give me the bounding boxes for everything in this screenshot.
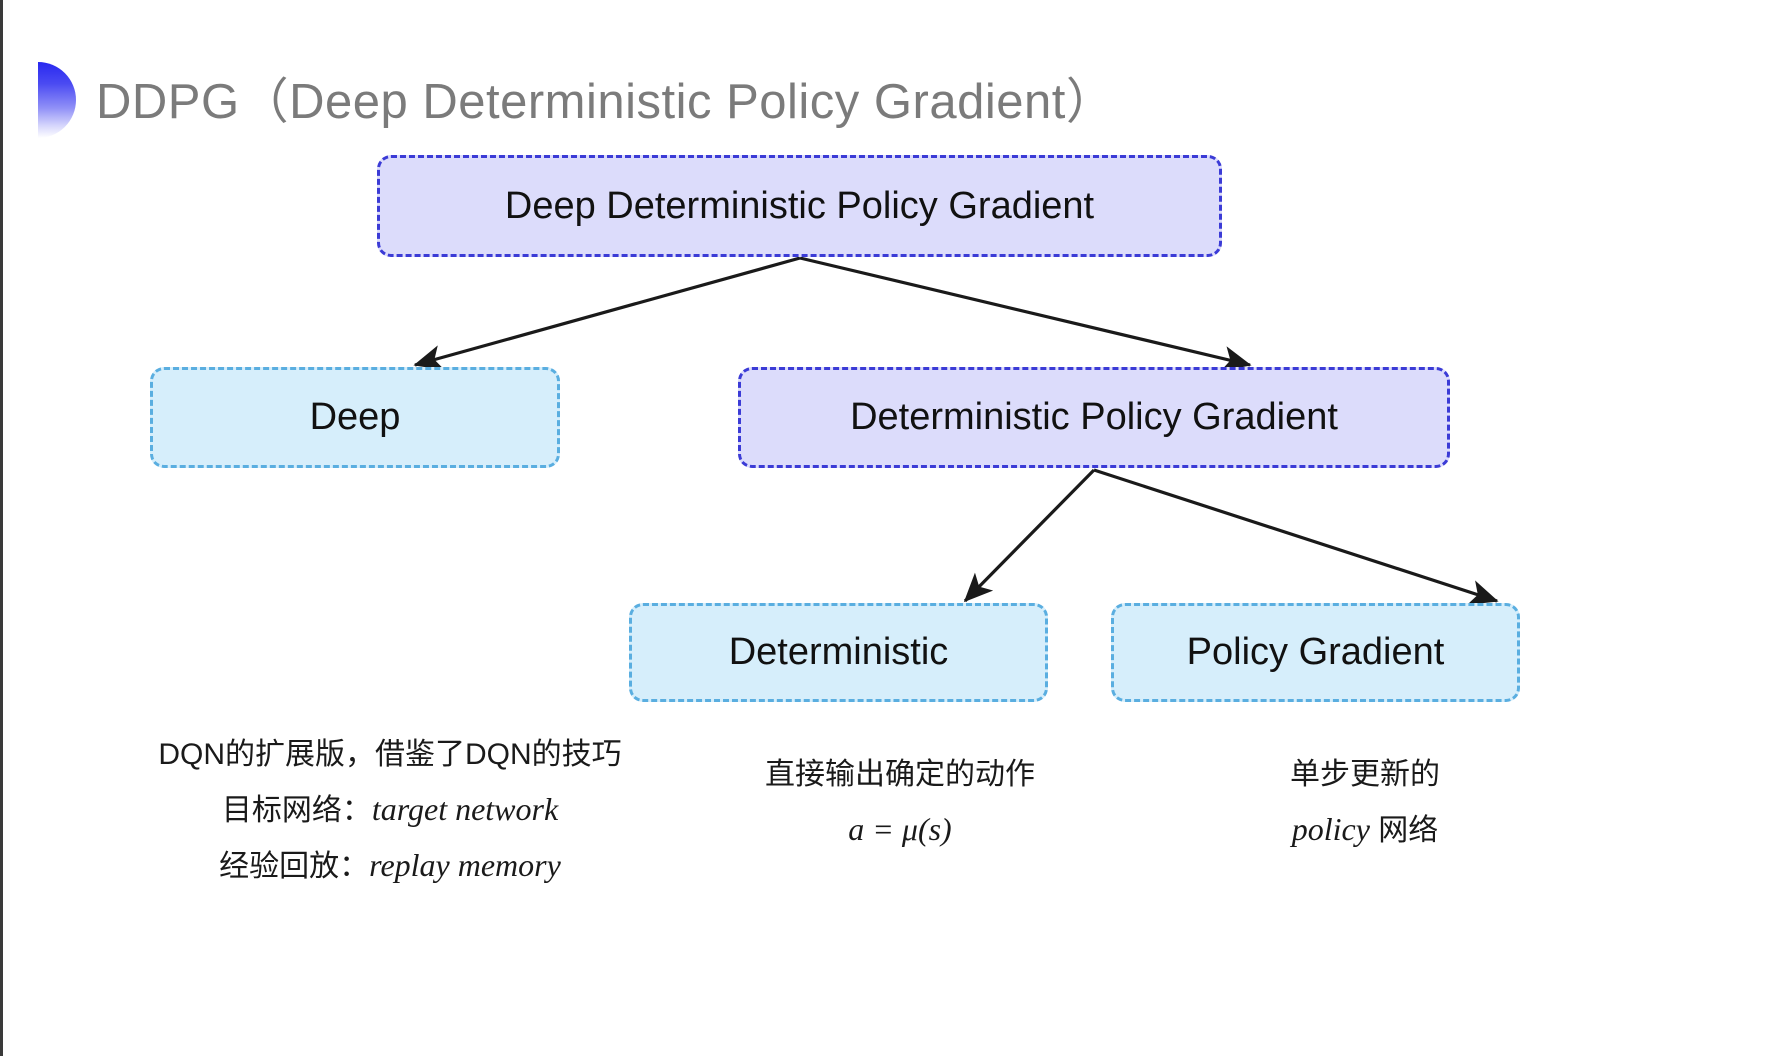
caption-deterministic-line1: 直接输出确定的动作 (765, 758, 1035, 791)
edge-root-to-dpg (799, 256, 1252, 372)
edge-dpg-to-policy-gradient (1093, 468, 1499, 605)
caption-policy-gradient: 单步更新的 policy 网络 (1155, 748, 1575, 858)
node-label: Deep Deterministic Policy Gradient (504, 184, 1095, 227)
node-policy-gradient[interactable]: Policy Gradient (1111, 603, 1520, 702)
node-label: Deterministic Policy Gradient (850, 396, 1338, 438)
caption-deep-line2-label: 目标网络： (221, 794, 372, 827)
node-label: Deterministic (728, 631, 949, 673)
edge-root-to-deep (413, 256, 801, 371)
node-label: Policy Gradient (1186, 631, 1445, 673)
node-deep[interactable]: Deep (150, 367, 560, 468)
node-deterministic[interactable]: Deterministic (629, 603, 1048, 702)
page-title: DDPG（Deep Deterministic Policy Gradient） (96, 75, 1116, 129)
edge-dpg-to-deterministic (963, 468, 1096, 603)
caption-deterministic: 直接输出确定的动作 a = μ(s) (690, 748, 1110, 856)
node-deterministic-policy-gradient[interactable]: Deterministic Policy Gradient (738, 367, 1450, 468)
slide-left-edge-rule (0, 0, 3, 1056)
caption-deep-line2-math: target network (371, 791, 559, 827)
node-label: Deep (309, 396, 401, 438)
caption-deep-line3-label: 经验回放： (219, 850, 370, 883)
caption-deep-line1: DQN的扩展版，借鉴了DQN的技巧 (158, 738, 622, 771)
caption-deep: DQN的扩展版，借鉴了DQN的技巧 目标网络：target network 经验… (130, 728, 650, 894)
node-deep-deterministic-policy-gradient[interactable]: Deep Deterministic Policy Gradient (377, 155, 1222, 257)
caption-policy-gradient-tail: 网络 (1369, 814, 1439, 847)
caption-policy-gradient-math: policy (1291, 811, 1370, 847)
caption-deep-line3-math: replay memory (369, 847, 561, 883)
title-gradient-bullet-icon (38, 62, 76, 138)
caption-deterministic-formula: a = μ(s) (848, 811, 952, 847)
caption-policy-gradient-line2: policy 网络 (1155, 802, 1575, 858)
caption-deep-line3: 经验回放：replay memory (130, 838, 650, 894)
caption-deep-line2: 目标网络：target network (130, 782, 650, 838)
caption-policy-gradient-line1: 单步更新的 (1290, 758, 1440, 791)
